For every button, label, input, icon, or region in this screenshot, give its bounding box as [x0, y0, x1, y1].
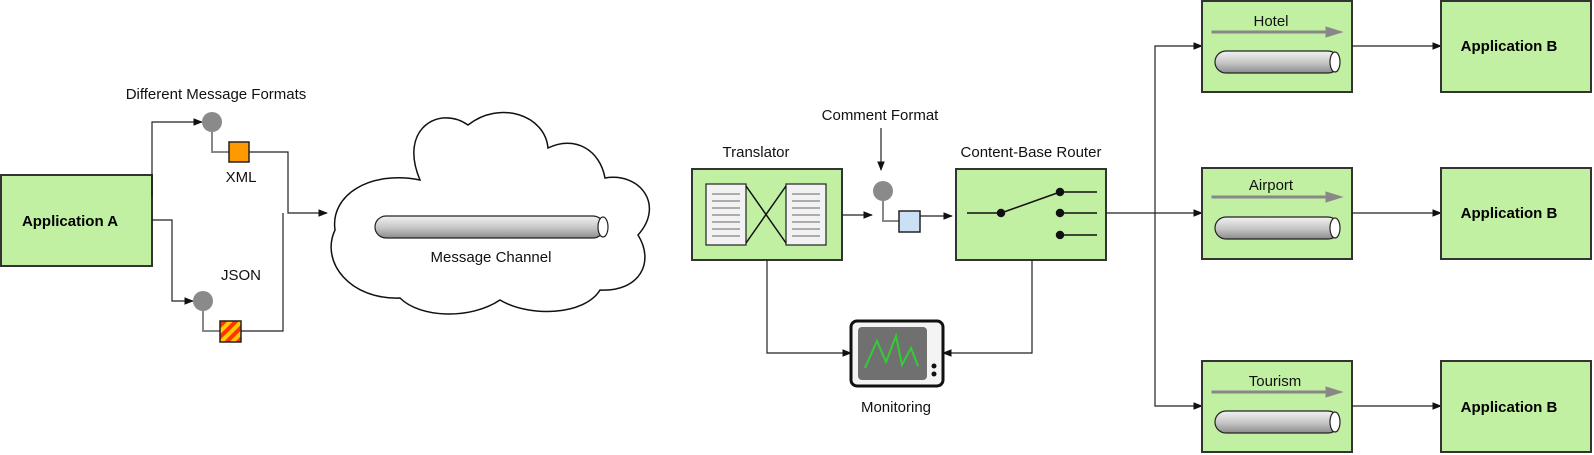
edge-app-a-to-json	[152, 219, 194, 305]
content-based-router-node[interactable]	[955, 168, 1107, 261]
application-b-label-1: Application B	[1461, 38, 1558, 55]
cloud-shape	[330, 111, 651, 315]
airport-channel-label: Airport	[1249, 177, 1294, 194]
hotel-pipe-icon	[1214, 50, 1341, 74]
monitor-screen	[858, 327, 927, 380]
application-b-label-2: Application B	[1461, 205, 1558, 222]
airport-channel-node[interactable]: Airport	[1201, 167, 1353, 260]
edge-app-a-to-xml	[151, 118, 203, 197]
application-b-node-2[interactable]: Application B	[1440, 167, 1592, 260]
application-b-label-3: Application B	[1461, 399, 1558, 416]
hotel-channel-label: Hotel	[1253, 13, 1288, 30]
canonical-endpoint-icon	[873, 181, 893, 201]
edge-router-to-monitoring	[942, 260, 1033, 357]
tourism-pipe-icon	[1214, 410, 1341, 434]
translator-node[interactable]	[691, 168, 843, 261]
edge-translator-to-monitoring	[766, 260, 852, 357]
json-label: JSON	[221, 267, 261, 284]
tourism-channel-node[interactable]: Tourism	[1201, 360, 1353, 453]
hotel-channel-node[interactable]: Hotel	[1201, 0, 1353, 93]
monitoring-node[interactable]: Monitoring	[849, 319, 945, 416]
monitoring-label: Monitoring	[861, 399, 931, 416]
different-message-formats-label: Different Message Formats	[126, 86, 307, 103]
json-message-icon	[219, 320, 242, 343]
json-endpoint-icon	[193, 291, 213, 311]
tourism-direction-arrow-icon	[1211, 386, 1344, 398]
hotel-direction-arrow-icon	[1211, 26, 1344, 38]
edge-xml-to-channel	[249, 151, 328, 217]
comment-format-label: Comment Format	[822, 107, 940, 124]
xml-label: XML	[226, 169, 257, 186]
message-channel-label: Message Channel	[431, 249, 552, 266]
message-channel-pipe-icon	[374, 215, 609, 239]
edge-json-to-channel	[241, 213, 284, 332]
router-switch-icon	[967, 187, 1097, 240]
xml-message-icon	[228, 141, 250, 163]
application-a-label: Application A	[22, 213, 118, 230]
message-channel-cloud[interactable]: Message Channel	[330, 111, 651, 315]
airport-direction-arrow-icon	[1211, 191, 1344, 203]
router-label: Content-Base Router	[961, 144, 1102, 161]
application-a-node[interactable]: Application A	[0, 174, 153, 267]
comment-format-message[interactable]	[873, 181, 921, 233]
json-message[interactable]: JSON	[193, 267, 261, 343]
xml-endpoint-icon	[202, 112, 222, 132]
monitor-trace-icon	[864, 332, 919, 369]
translator-icon	[705, 183, 827, 246]
airport-pipe-icon	[1214, 216, 1341, 240]
translator-label: Translator	[723, 144, 790, 161]
application-b-node-3[interactable]: Application B	[1440, 360, 1592, 453]
edge-router-to-tourism	[1154, 213, 1203, 410]
edge-router-to-hotel	[1106, 42, 1203, 214]
xml-message[interactable]: XML	[202, 112, 256, 186]
application-b-node-1[interactable]: Application B	[1440, 0, 1592, 93]
canonical-message-icon	[898, 210, 921, 233]
tourism-channel-label: Tourism	[1249, 373, 1302, 390]
